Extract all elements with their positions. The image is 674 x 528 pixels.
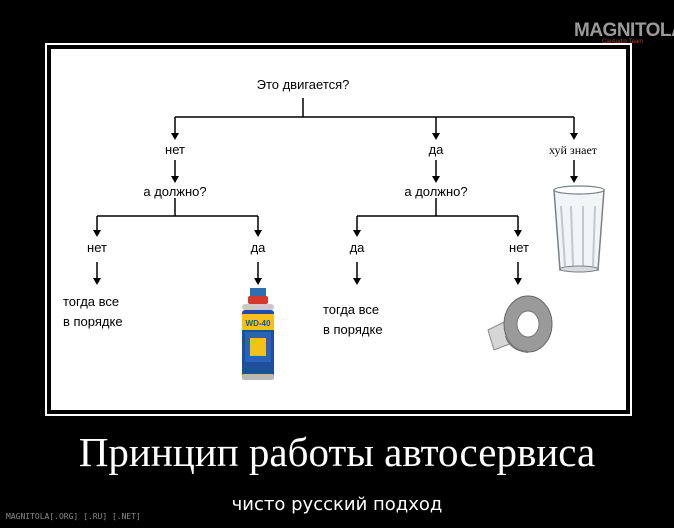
question-should-left: а должно? bbox=[143, 184, 207, 199]
question-should-right: а должно? bbox=[404, 184, 468, 199]
picture-frame bbox=[45, 43, 632, 416]
poster-subtitle: чисто русский подход bbox=[231, 494, 443, 515]
right-answer-no: нет bbox=[509, 240, 529, 255]
wd40-label: WD-40 bbox=[246, 319, 271, 328]
left-answer-yes: да bbox=[250, 240, 266, 255]
logo-tagline: CarAudio Team bbox=[602, 39, 644, 45]
duct-tape-image bbox=[487, 295, 553, 353]
answer-no: нет bbox=[165, 142, 185, 157]
question-moves: Это двигается? bbox=[256, 77, 350, 92]
poster-title: Принцип работы автосервиса bbox=[78, 429, 596, 475]
answer-yes: да bbox=[428, 142, 444, 157]
result-fine-right: тогда все в порядке bbox=[323, 302, 383, 337]
answer-who-knows: хуй знает bbox=[548, 143, 598, 157]
footer-watermark: MAGNITOLA[.ORG] [.RU] [.NET] bbox=[6, 512, 141, 521]
logo: MAGNITOLA bbox=[574, 20, 674, 41]
right-answer-yes: да bbox=[349, 240, 365, 255]
wd40-can-image: WD-40 bbox=[242, 288, 274, 380]
result-fine-left: тогда все в порядке bbox=[63, 294, 123, 329]
glass-image bbox=[553, 185, 605, 273]
left-answer-no: нет bbox=[87, 240, 107, 255]
